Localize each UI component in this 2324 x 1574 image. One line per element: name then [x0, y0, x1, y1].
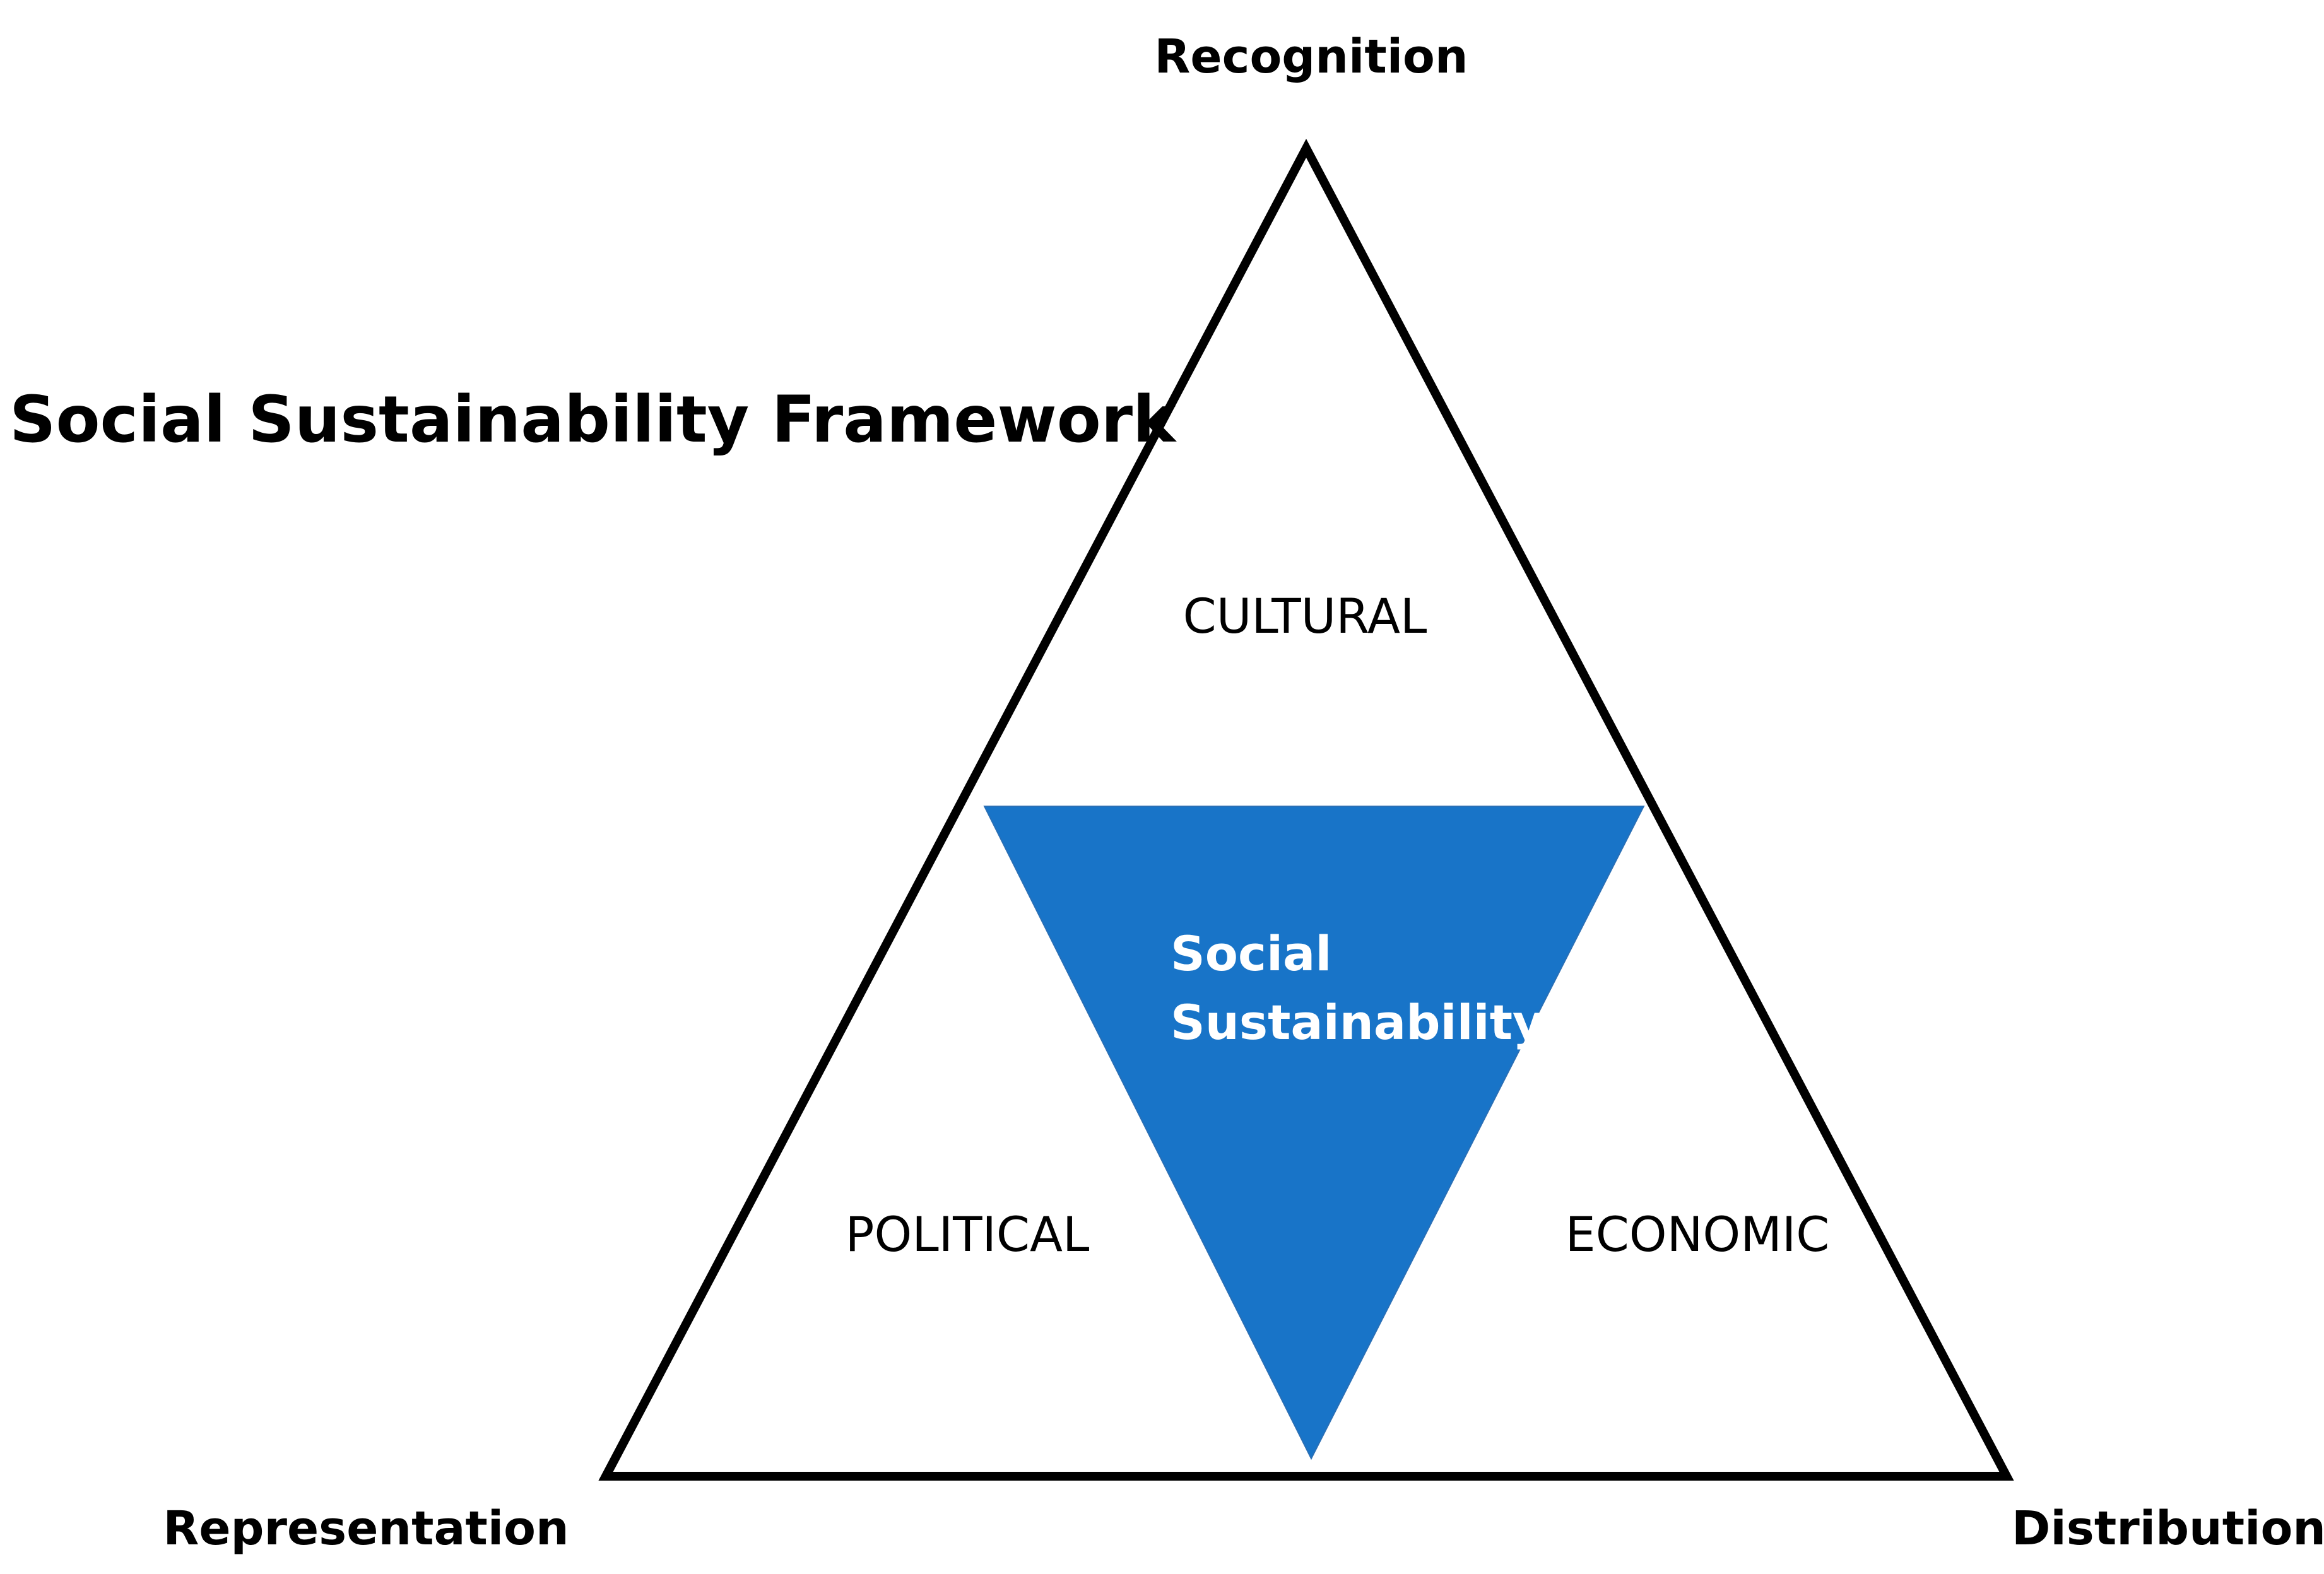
diagram-title: Social Sustainability Framework: [9, 382, 1177, 457]
region-label-economic: ECONOMIC: [1566, 1206, 1830, 1262]
region-label-cultural: CULTURAL: [1183, 588, 1427, 644]
vertex-label-representation: Representation: [163, 1501, 569, 1556]
center-label-line1: Social: [1171, 925, 1331, 982]
center-triangle: [983, 806, 1645, 1460]
vertex-label-recognition: Recognition: [1154, 30, 1468, 84]
outer-triangle: [598, 138, 2014, 1481]
center-label-line2: Sustainability: [1171, 994, 1544, 1050]
vertex-label-distribution: Distribution: [2012, 1501, 2324, 1556]
region-label-political: POLITICAL: [846, 1206, 1090, 1262]
